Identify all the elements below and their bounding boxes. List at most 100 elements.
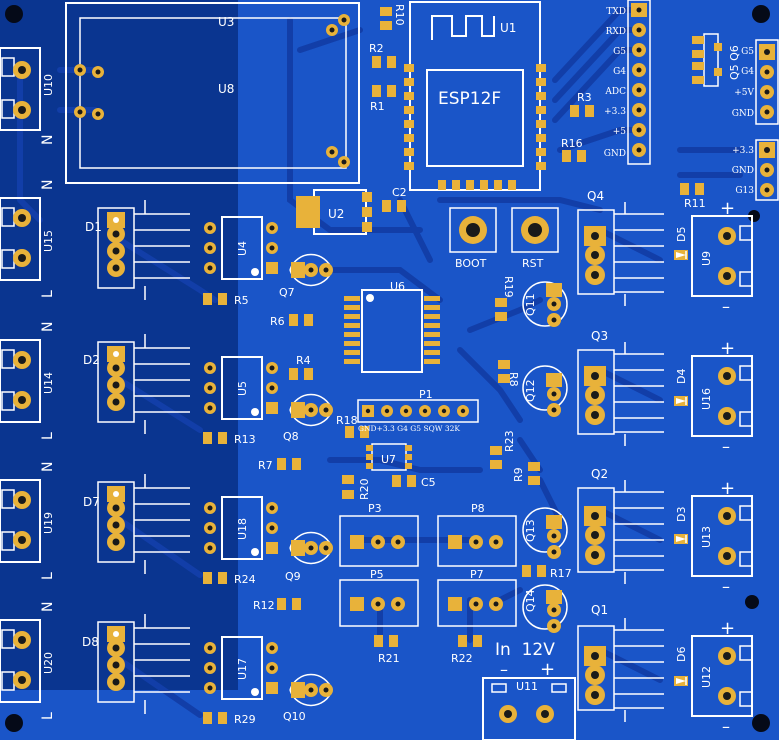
label-q13: Q13 [524, 519, 537, 542]
label-r11: R11 [684, 197, 706, 210]
u6-pad-left [344, 350, 360, 355]
label-u1: U1 [500, 21, 516, 35]
label-r4: R4 [296, 354, 311, 367]
p1-pad-hole [403, 408, 409, 414]
label-r17: R17 [550, 567, 572, 580]
ic-u6 [361, 289, 423, 373]
label-u8: U8 [218, 82, 234, 96]
g13-g13: G13 [735, 186, 754, 196]
u6-pad-right [424, 332, 440, 337]
q56-5v: +5V [734, 88, 754, 98]
label-u16-plus: + [720, 338, 735, 359]
label-q11: Q11 [524, 293, 537, 316]
label-q5-q6: Q5 Q6 [728, 45, 741, 80]
label-q14: Q14 [524, 589, 537, 612]
esp-pad-left [404, 64, 414, 72]
terminal-u16 [691, 355, 753, 437]
main-hdr-pad-hole [636, 107, 642, 113]
label-u13-plus: + [720, 478, 735, 499]
label-l-u19: L [40, 572, 56, 580]
heatsink-d7 [97, 474, 190, 574]
label-r24: R24 [234, 573, 256, 586]
esp-pad-left [404, 92, 414, 100]
transistor-q7 [289, 253, 333, 287]
p1-pad-hole [384, 408, 390, 414]
label-l-u14: L [40, 432, 56, 440]
heatsink-q2 [577, 480, 664, 584]
transistor-q8 [289, 393, 333, 427]
label-u14: U14 [42, 372, 55, 394]
diode-d3 [674, 534, 688, 544]
main-hdr-pad-hole [636, 47, 642, 53]
transistor-q13 [522, 507, 568, 559]
header-p1-pads [362, 405, 469, 417]
diode-d5 [674, 250, 688, 260]
main-hdr-pad-hole [636, 67, 642, 73]
diode-d4 [674, 396, 688, 406]
label-u4: U4 [236, 241, 249, 256]
label-q1: Q1 [591, 603, 608, 617]
label-p8: P8 [471, 502, 485, 515]
label-u15: U15 [42, 230, 55, 252]
u6-pad-left [344, 296, 360, 301]
label-n-u15: N [40, 180, 56, 190]
hdr-33: +3.3 [604, 107, 626, 117]
u6-pad-right [424, 359, 440, 364]
label-n-u14: N [40, 322, 56, 332]
p1-pad-hole [422, 408, 428, 414]
label-l-u15: L [40, 290, 56, 298]
esp-pad-left [404, 120, 414, 128]
esp-pad-left [404, 78, 414, 86]
label-rst: RST [522, 257, 544, 270]
u6-pad-right [424, 314, 440, 319]
u6-pad-left [344, 323, 360, 328]
boot-button-footprint [449, 207, 497, 253]
main-hdr-pad-hole [636, 127, 642, 133]
u3-u8-module-outline [65, 2, 360, 184]
smd-pads [203, 7, 704, 724]
label-r10: R10 [393, 4, 406, 26]
label-p5: P5 [370, 568, 384, 581]
mounting-hole-br [752, 714, 770, 732]
label-r23: R23 [503, 430, 516, 452]
label-u9: U9 [700, 251, 713, 266]
heatsink-d1 [97, 200, 190, 300]
esp-pad-right [536, 78, 546, 86]
label-q2: Q2 [591, 467, 608, 481]
esp-pad-left [404, 148, 414, 156]
label-q4: Q4 [587, 189, 604, 203]
hdr-gnd: GND [604, 149, 626, 159]
label-q12: Q12 [524, 379, 537, 402]
ic-u6-pads [344, 296, 440, 364]
header-p8 [437, 515, 517, 567]
label-r2: R2 [369, 42, 384, 55]
label-d8: D8 [82, 635, 99, 649]
label-d5: D5 [675, 227, 688, 242]
label-c5: C5 [421, 476, 436, 489]
p1-pad-hole [460, 408, 466, 414]
mounting-hole-tl [5, 5, 23, 23]
rst-button-footprint [511, 207, 559, 253]
hdr-5: +5 [613, 127, 627, 137]
heatsink-q4 [577, 202, 664, 306]
u6-pad-right [424, 305, 440, 310]
main-header-pads [631, 3, 647, 157]
hdr-g5: G5 [613, 47, 626, 57]
label-r29: R29 [234, 713, 256, 726]
label-d2: D2 [83, 353, 100, 367]
esp-pad-left [404, 134, 414, 142]
u6-pad-left [344, 314, 360, 319]
right-header [755, 39, 779, 125]
u6-pad-left [344, 359, 360, 364]
triac-d8-pads [107, 626, 125, 691]
hdr-adc: ADC [604, 87, 626, 97]
label-q9: Q9 [285, 570, 301, 583]
esp-pad-right [536, 92, 546, 100]
label-in-12v: In 12V [495, 640, 555, 660]
u6-pad-right [424, 323, 440, 328]
g13-header [755, 139, 779, 201]
power-jack-u11 [482, 677, 576, 740]
main-hdr-pad-hole [636, 87, 642, 93]
label-u7: U7 [381, 453, 396, 466]
